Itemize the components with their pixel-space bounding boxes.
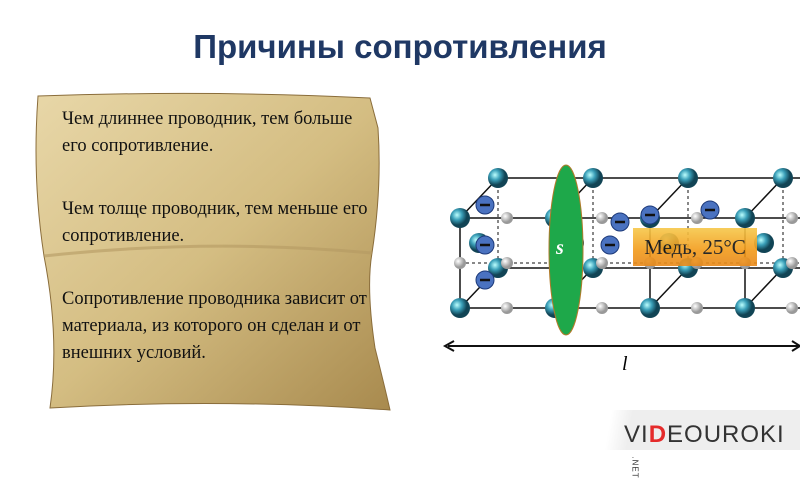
length-label: l bbox=[622, 353, 628, 375]
white-atom bbox=[596, 257, 608, 269]
ion-sphere bbox=[640, 298, 660, 318]
white-atom bbox=[786, 212, 798, 224]
material-label: Медь, 25°C bbox=[633, 228, 757, 266]
logo-background bbox=[590, 410, 800, 450]
ion-sphere bbox=[450, 298, 470, 318]
ion-sphere bbox=[450, 208, 470, 228]
white-atom bbox=[596, 302, 608, 314]
ion-sphere bbox=[488, 168, 508, 188]
white-atom bbox=[786, 257, 798, 269]
ion-sphere bbox=[754, 233, 774, 253]
ion-sphere bbox=[773, 168, 793, 188]
white-atom bbox=[454, 257, 466, 269]
white-atom bbox=[501, 302, 513, 314]
ion-sphere bbox=[735, 208, 755, 228]
ion-sphere bbox=[678, 168, 698, 188]
paragraph-material: Сопротивление проводника зависит от мате… bbox=[62, 289, 367, 363]
paragraph-thickness: Чем толще проводник, тем меньше его сопр… bbox=[62, 199, 368, 246]
ion-sphere bbox=[735, 298, 755, 318]
white-atom bbox=[691, 302, 703, 314]
white-atom bbox=[786, 302, 798, 314]
slide-title: Причины сопротивления bbox=[193, 28, 607, 65]
white-atom bbox=[596, 212, 608, 224]
white-atom bbox=[691, 212, 703, 224]
white-atom bbox=[501, 257, 513, 269]
parchment-background bbox=[35, 92, 391, 411]
ion-sphere bbox=[583, 168, 603, 188]
cross-section-ellipse bbox=[548, 164, 584, 336]
white-atom bbox=[501, 212, 513, 224]
arrow-heads bbox=[442, 340, 800, 352]
cross-section-label: s bbox=[556, 237, 564, 259]
videouroki-logo: VIDEOUROKI.NET bbox=[624, 421, 785, 479]
paragraph-length: Чем длиннее проводник, тем больше его со… bbox=[62, 109, 353, 156]
